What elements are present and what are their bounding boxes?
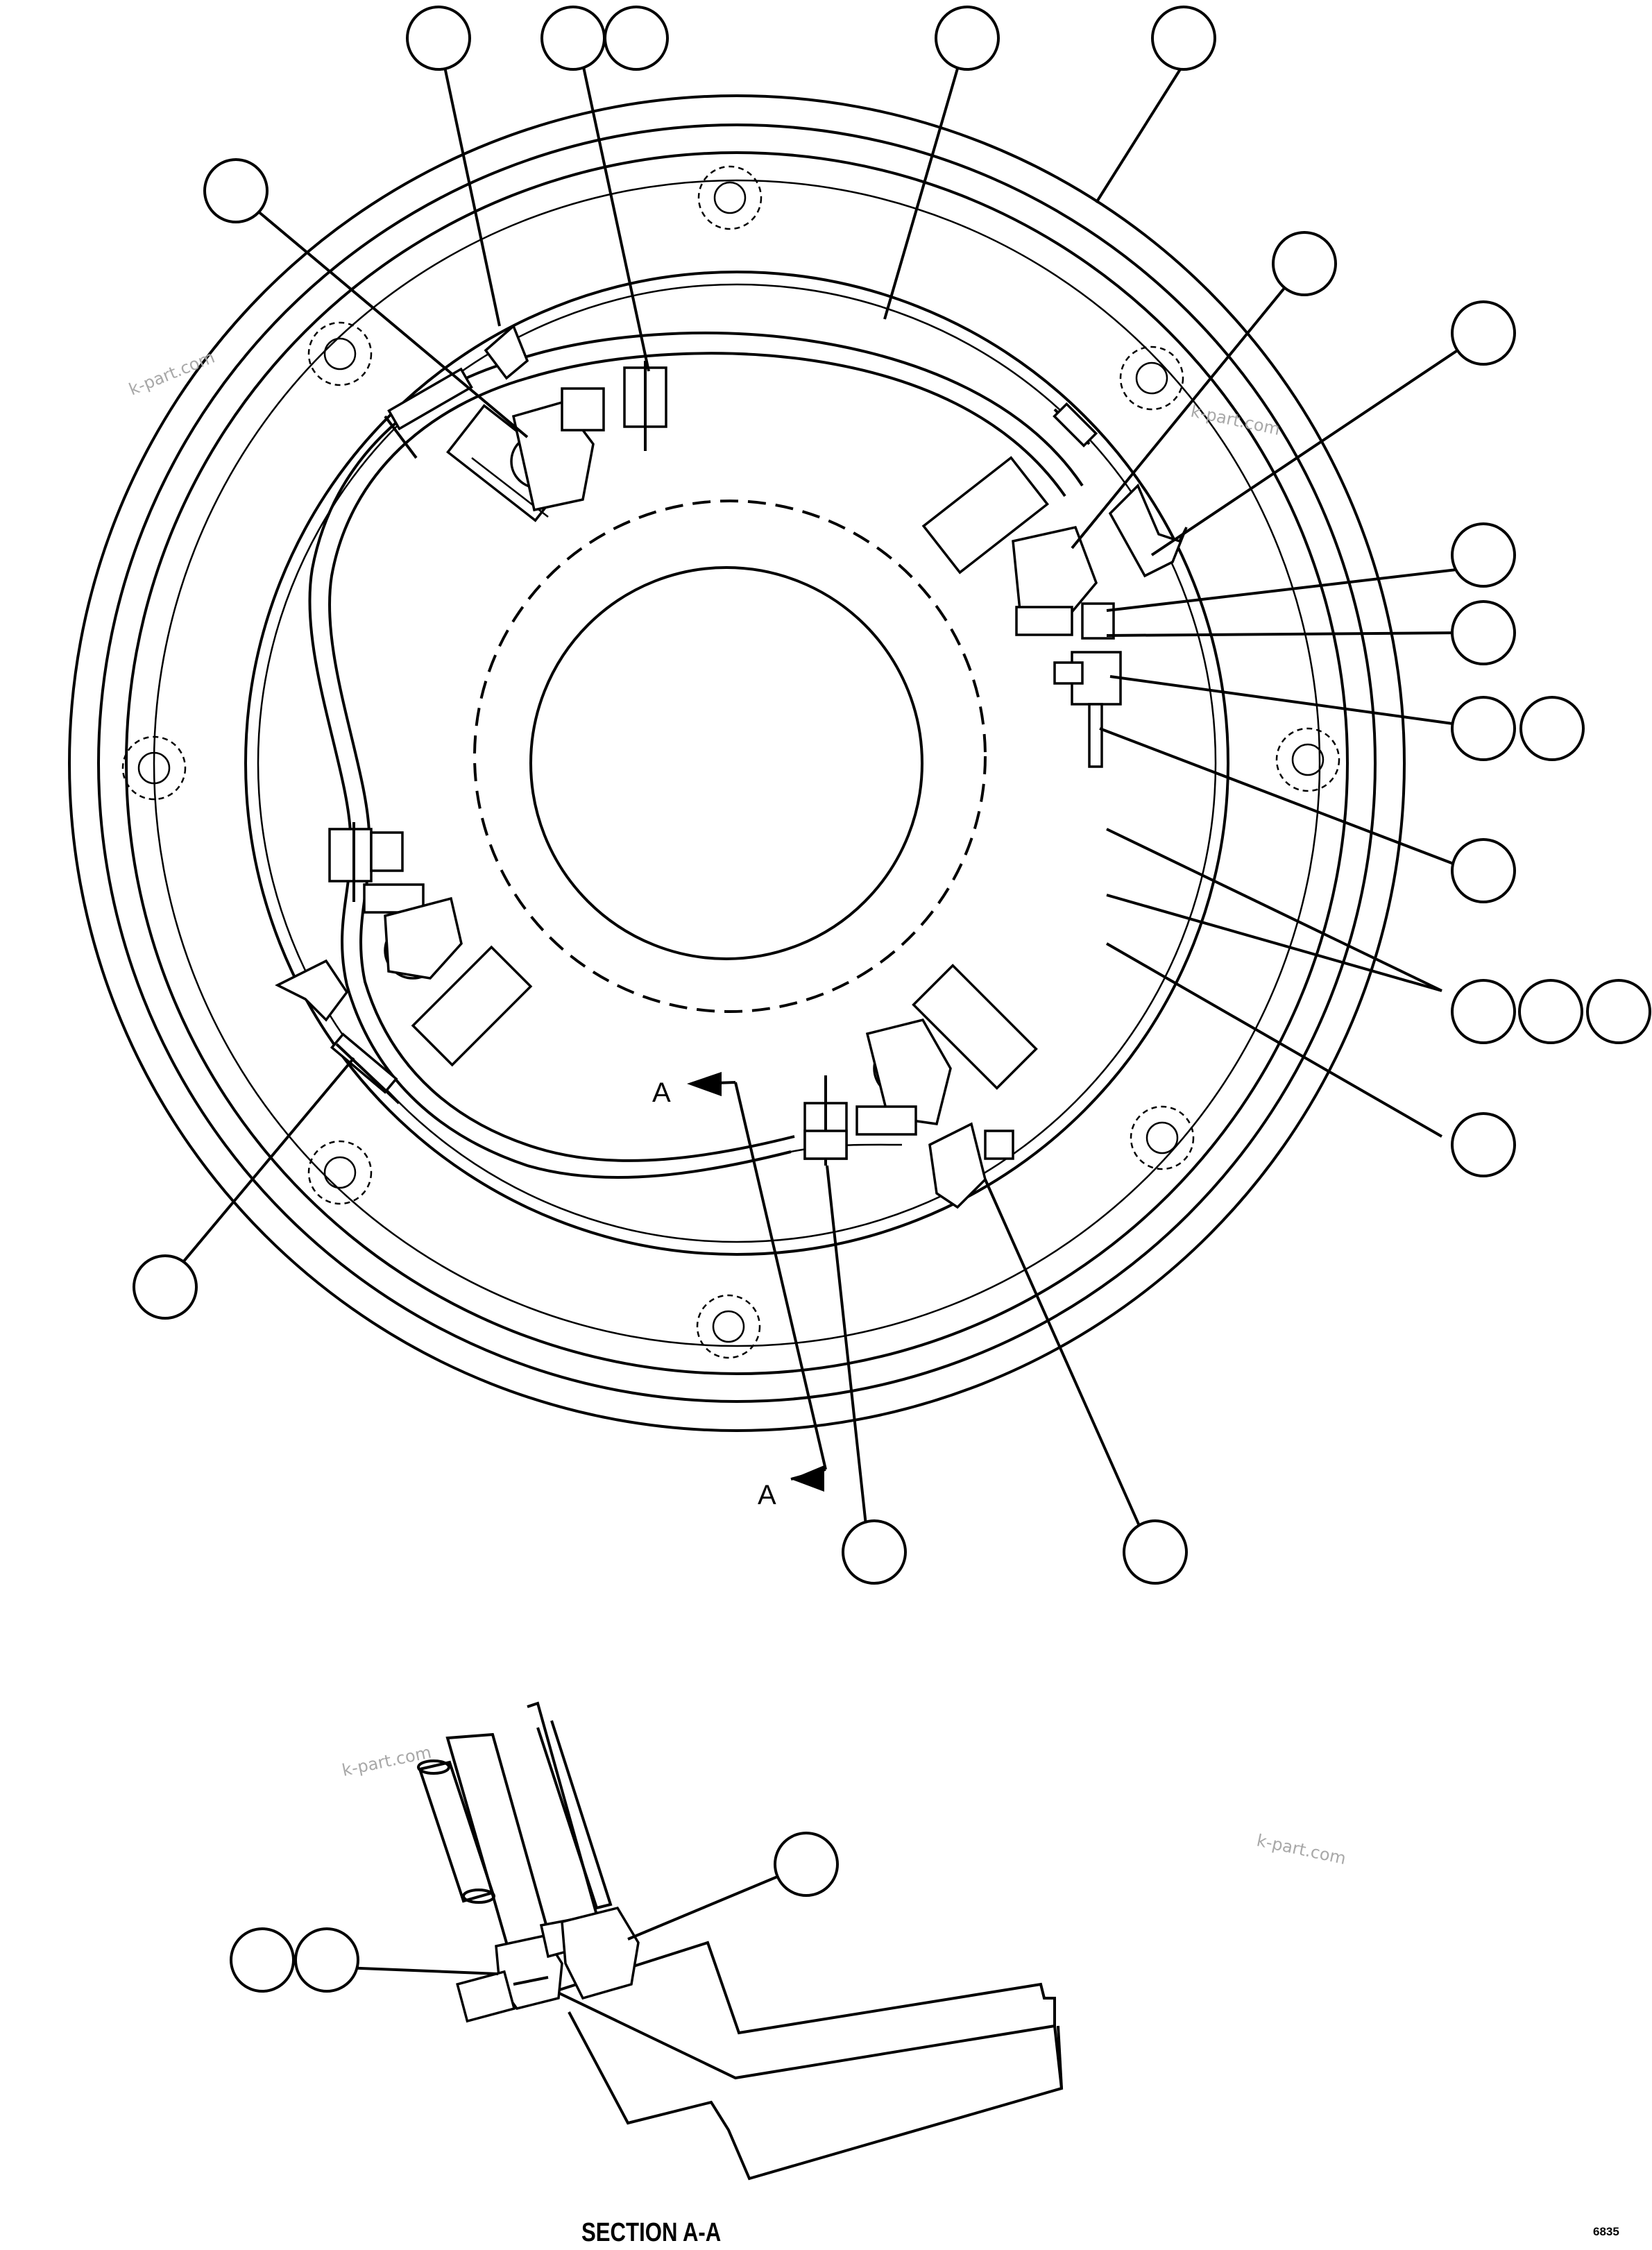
section-marker-upper: A: [652, 1077, 671, 1108]
callout-balloon: [203, 158, 269, 223]
bolt-hole: [697, 165, 763, 230]
callout-balloon: [1451, 522, 1516, 588]
clip-assembly-top-left: [384, 324, 667, 522]
section-aa-view: SECTION A-A: [230, 1701, 1064, 2247]
bolt-hole: [1130, 1105, 1195, 1170]
watermark: k-part.com: [340, 1742, 433, 1780]
clip-assembly-right: [921, 402, 1188, 768]
clip-assembly-bottom: [803, 964, 1038, 1209]
callout-balloons: [133, 6, 1651, 1585]
main-assembly-view: A A: [68, 6, 1651, 1585]
leader-tick: [1106, 894, 1442, 992]
callout-balloon: [1451, 979, 1516, 1044]
callout-balloon: [133, 1254, 198, 1320]
hidden-hub-outline: [473, 500, 987, 1013]
clip-assembly-lower-left: [275, 822, 533, 1105]
watermark: k-part.com: [126, 348, 218, 400]
bolt-holes: [121, 165, 1340, 1359]
callout-balloon: [1151, 6, 1216, 71]
callout-balloon: [842, 1519, 907, 1585]
callout-balloon: [1518, 979, 1583, 1044]
callout-balloon: [935, 6, 1000, 71]
callout-balloon: [1272, 231, 1337, 296]
callout-balloon: [1586, 979, 1651, 1044]
center-bore: [529, 566, 923, 960]
callout-balloon: [774, 1832, 839, 1897]
flange-ring-inner: [153, 179, 1321, 1347]
section-title: SECTION A-A: [581, 2218, 721, 2247]
flange-ring: [125, 151, 1349, 1375]
bolt-hole: [1275, 727, 1340, 792]
callout-balloon: [1451, 300, 1516, 366]
drawing-code: 6835: [1593, 2225, 1619, 2238]
callout-balloon: [1451, 600, 1516, 665]
leader-tick: [1106, 828, 1442, 992]
callout-balloon: [1519, 696, 1585, 761]
bolt-hole: [307, 321, 373, 386]
outer-ring: [68, 94, 1406, 1432]
section-cut-line: [687, 1072, 827, 1492]
callout-balloon: [230, 1927, 295, 1993]
callout-balloon: [406, 6, 471, 71]
section-marker-lower: A: [758, 1480, 776, 1510]
callout-balloon: [540, 6, 606, 71]
bolt-hole: [696, 1294, 761, 1359]
bolt-hole: [1119, 346, 1184, 411]
watermark: k-part.com: [1255, 1830, 1348, 1868]
callout-balloon: [1451, 696, 1516, 761]
callout-balloon: [604, 6, 669, 71]
callout-balloon: [1451, 1112, 1516, 1177]
mounting-ring: [244, 271, 1229, 1256]
mounting-ring-inner: [257, 283, 1217, 1243]
callout-leaders: [164, 62, 1485, 1551]
callout-balloon: [1451, 838, 1516, 903]
bolt-hole: [121, 735, 187, 801]
callout-balloon: [294, 1927, 359, 1993]
outer-ring-inner-edge: [97, 123, 1377, 1403]
leader-tick: [1106, 942, 1442, 1138]
bolt-hole: [307, 1140, 373, 1205]
callout-balloon: [1123, 1519, 1188, 1585]
